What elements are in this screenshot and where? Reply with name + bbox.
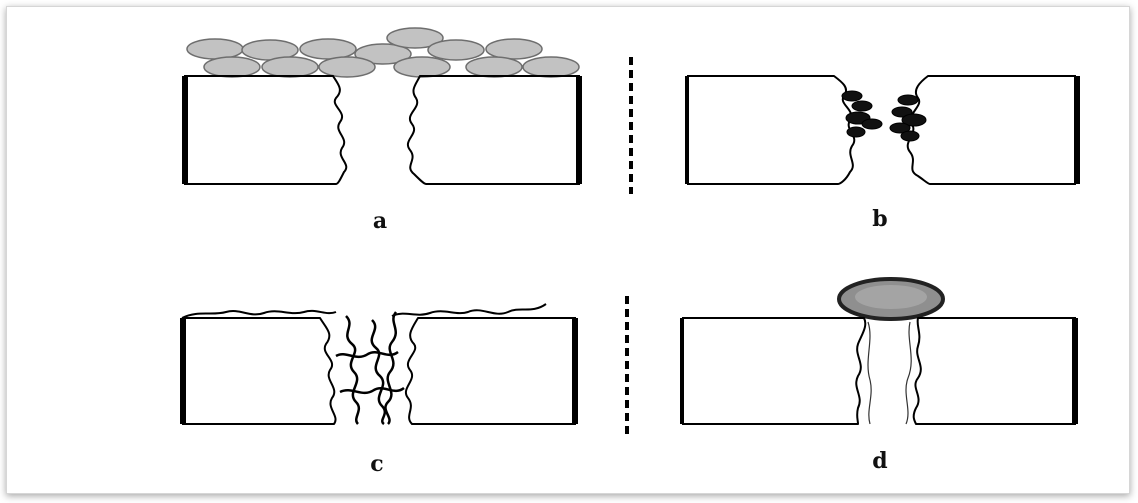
deposit	[898, 95, 918, 105]
deposit	[862, 119, 882, 129]
pore-strands	[336, 312, 404, 424]
membrane-block	[682, 318, 1076, 424]
particle	[428, 40, 484, 60]
particle	[319, 57, 375, 77]
surface-film-left	[182, 311, 336, 318]
particle-layer	[187, 28, 579, 77]
pore-deposits	[842, 91, 926, 141]
particle	[262, 57, 318, 77]
deposit	[842, 91, 862, 101]
membrane-edge-left	[685, 76, 689, 184]
membrane-left-half	[184, 76, 346, 184]
pore-cracks	[868, 322, 911, 424]
panel-c	[180, 304, 578, 424]
particle	[187, 39, 243, 59]
particle	[300, 39, 356, 59]
membrane-right-half	[908, 76, 1076, 184]
membrane-edge-right	[1074, 76, 1080, 184]
deposit	[852, 101, 872, 111]
membrane-left-half	[682, 318, 865, 424]
panel-label-b: b	[872, 206, 887, 232]
membrane-right-half	[406, 318, 576, 424]
deposit	[847, 127, 865, 137]
membrane-right-half	[914, 318, 1076, 424]
strand	[372, 320, 385, 424]
crack	[906, 322, 911, 424]
panel-b	[685, 76, 1080, 184]
crack	[868, 322, 871, 424]
membrane-edge-left	[180, 318, 186, 424]
membrane-edge-right	[1072, 318, 1078, 424]
membrane-edge-left	[182, 76, 188, 184]
membrane-left-half	[687, 76, 854, 184]
strand	[340, 388, 404, 393]
blocking-particle-highlight	[855, 285, 927, 309]
surface-film-right	[392, 304, 546, 316]
strand	[346, 316, 359, 424]
strand	[385, 312, 396, 424]
membrane-block	[184, 76, 580, 184]
membrane-edge-right	[576, 76, 582, 184]
membrane-edge-left	[680, 318, 684, 424]
surface-layer	[182, 304, 546, 318]
membrane-block	[182, 318, 576, 424]
panel-label-c: c	[370, 451, 383, 477]
panel-d	[680, 279, 1078, 424]
strand	[336, 352, 398, 357]
particle	[523, 57, 579, 77]
deposit	[901, 131, 919, 141]
particle	[204, 57, 260, 77]
membrane-edge-right	[572, 318, 578, 424]
panel-label-a: a	[373, 208, 387, 234]
particle	[466, 57, 522, 77]
panel-label-d: d	[872, 448, 887, 474]
panel-a	[182, 28, 582, 184]
membrane-right-half	[408, 76, 580, 184]
particle	[394, 57, 450, 77]
membrane-left-half	[182, 318, 336, 424]
particle	[486, 39, 542, 59]
membrane-block	[687, 76, 1076, 184]
